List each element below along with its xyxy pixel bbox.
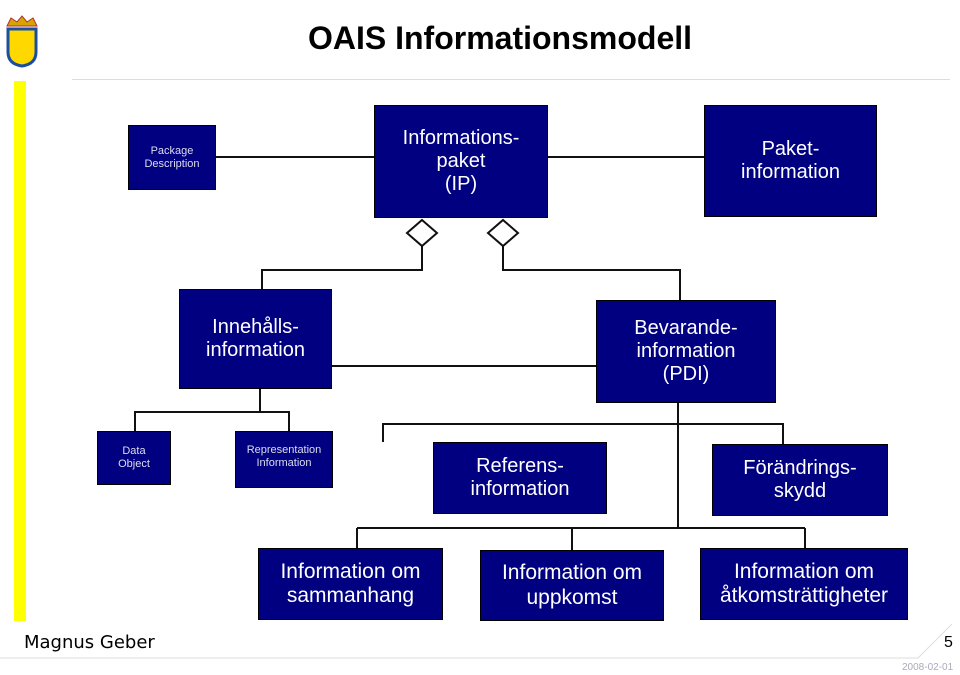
box-context-information: Information om sammanhang xyxy=(258,548,443,620)
accent-bar xyxy=(14,81,26,621)
page-title: OAIS Informationsmodell xyxy=(307,20,693,56)
box-reference-information: Referens- information xyxy=(433,442,607,514)
logo-coat-of-arms xyxy=(6,15,38,68)
box-access-rights-information: Information om åtkomsträttigheter xyxy=(700,548,908,620)
box-information-package: Informations- paket (IP) xyxy=(374,105,548,218)
page-number: 5 xyxy=(944,634,953,651)
box-content-information: Innehålls- information xyxy=(179,289,332,389)
box-fixity: Förändrings- skydd xyxy=(712,444,888,516)
box-pdi: Bevarande- information (PDI) xyxy=(596,300,776,403)
box-data-object: Data Object xyxy=(97,431,171,485)
box-package-description: Package Description xyxy=(128,125,216,190)
box-representation-information: Representation Information xyxy=(235,431,333,488)
footer-outline xyxy=(0,623,953,659)
footer-date: 2008-02-01 xyxy=(902,662,954,673)
footer-author: Magnus Geber xyxy=(24,632,155,653)
box-package-information: Paket- information xyxy=(704,105,877,217)
title-divider xyxy=(72,79,950,80)
box-provenance-information: Information om uppkomst xyxy=(480,550,664,621)
